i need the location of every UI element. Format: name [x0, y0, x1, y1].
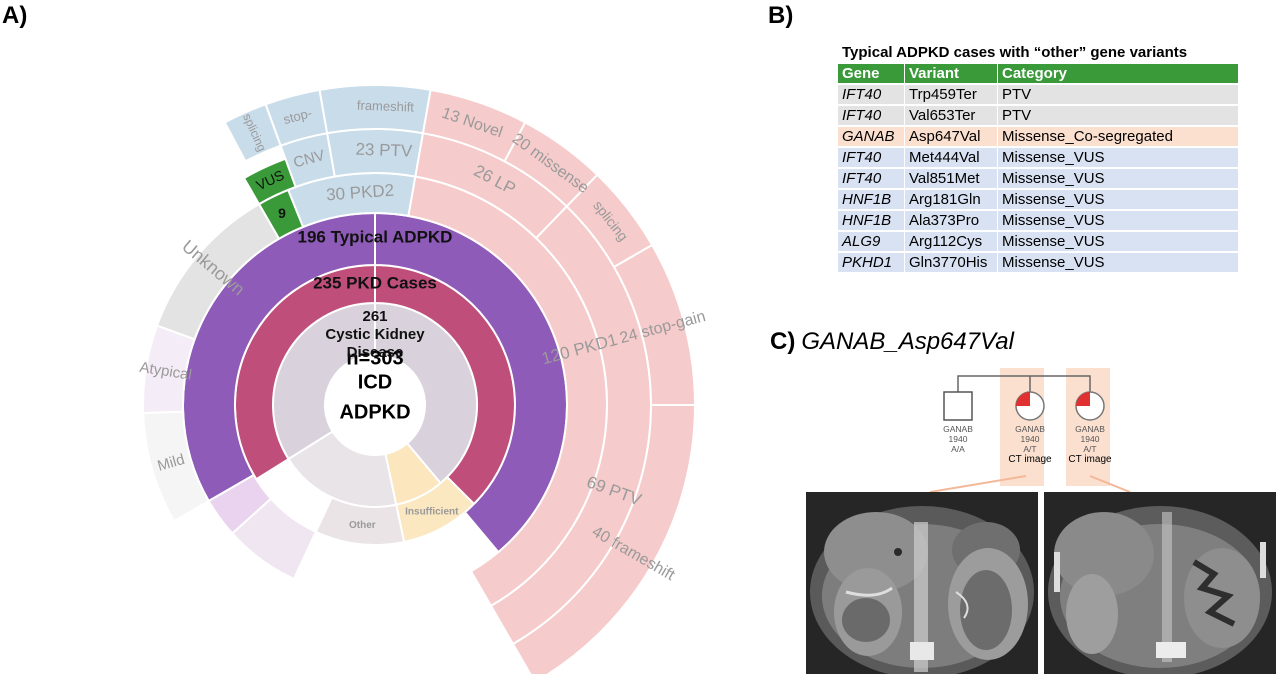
table-cell-gene: IFT40 [838, 169, 904, 188]
variant-table-panel: Typical ADPKD cases with “other” gene va… [838, 44, 1238, 274]
panel-c-gene-variant: GANAB_Asp647Val [801, 328, 1014, 355]
pedigree-label: 1940 [1021, 434, 1040, 444]
table-cell-category: Missense_VUS [997, 169, 1238, 188]
table-cell-variant: Arg181Gln [904, 190, 997, 209]
panel-label-b: B) [768, 2, 794, 29]
table-cell-variant: Met444Val [904, 148, 997, 167]
sunburst-label-mild-label: Mild [155, 451, 186, 475]
ct-image-right [1044, 492, 1276, 674]
ring-unknown [155, 202, 281, 341]
table-cell-gene: GANAB [838, 127, 904, 146]
pedigree-label: CT image [1008, 454, 1052, 465]
ring-pkd1-frameshift [511, 404, 697, 674]
column-header-category: Category [997, 64, 1238, 83]
sunburst-label-cystic-kidney.line3: Disease [347, 344, 404, 361]
pedigree-arrow-right [1089, 475, 1131, 492]
ring-atypical-sub [142, 324, 196, 415]
panel-label-c: C) [770, 328, 796, 355]
table-cell-variant: Val653Ter [904, 106, 997, 125]
ring-atypical [207, 473, 273, 535]
sunburst-label-pkd-cases: 235 PKD Cases [313, 273, 437, 292]
table-cell-gene: IFT40 [838, 85, 904, 104]
variant-table-title: Typical ADPKD cases with “other” gene va… [842, 44, 1188, 61]
table-cell-gene: HNF1B [838, 190, 904, 209]
pedigree-label: GANAB [943, 424, 973, 434]
pedigree-label: A/T [1083, 444, 1096, 454]
ring-mild [230, 497, 318, 581]
pedigree-label: 1940 [949, 434, 968, 444]
pedigree-label: CT image [1068, 454, 1112, 465]
table-cell-variant: Ala373Pro [904, 211, 997, 230]
pedigree-label: GANAB [1015, 424, 1045, 434]
table-cell-variant: Trp459Ter [904, 85, 997, 104]
sunburst-label-cystic-kidney.line2: Cystic Kidney [325, 326, 425, 343]
sunburst-label-pkd2: 30 PKD2 [326, 181, 395, 205]
ring-mild-sub [142, 410, 211, 523]
table-cell-category: PTV [997, 106, 1238, 125]
sunburst-label-pkd2-frameshift: frameshift [357, 98, 415, 115]
ct-image-left [806, 492, 1038, 674]
sunburst-label-pkd2-ptv: 23 PTV [355, 140, 413, 161]
panel-c-title: C)GANAB_Asp647Val [770, 328, 1014, 356]
pedigree-highlight-1 [1000, 368, 1044, 486]
table-cell-gene: IFT40 [838, 106, 904, 125]
table-cell-category: Missense_Co-segregated [997, 127, 1238, 146]
pedigree-male-symbol [943, 391, 973, 421]
table-cell-variant: Asp647Val [904, 127, 997, 146]
table-cell-category: Missense_VUS [997, 232, 1238, 251]
sunburst-label-other-kidney-1: Other [349, 520, 376, 531]
column-header-gene: Gene [838, 64, 904, 83]
ring-pkd2-splicing [223, 103, 282, 163]
column-header-variant: Variant [904, 64, 997, 83]
table-cell-category: PTV [997, 85, 1238, 104]
ring-other-vus [242, 157, 297, 206]
sunburst-label-cystic-kidney.line1: 261 [362, 308, 387, 325]
ring-pkd2-frameshift [318, 84, 432, 135]
table-cell-variant: Arg112Cys [904, 232, 997, 251]
table-cell-category: Missense_VUS [997, 211, 1238, 230]
table-cell-category: Missense_VUS [997, 253, 1238, 272]
table-cell-variant: Gln3770His [904, 253, 997, 272]
ring-pkd2-stopgain [264, 88, 329, 147]
table-cell-category: Missense_VUS [997, 190, 1238, 209]
panel-label-a: A) [2, 2, 28, 29]
sunburst-label-other-num: 9 [278, 205, 286, 221]
table-cell-gene: ALG9 [838, 232, 904, 251]
sunburst-label-center.line1: ADPKD [339, 401, 410, 423]
pedigree-label: GANAB [1075, 424, 1105, 434]
pedigree-affected-quadrant [1016, 392, 1030, 406]
table-cell-gene: HNF1B [838, 211, 904, 230]
sunburst-label-pkd2-stopgain-1: stop- [282, 105, 314, 127]
pedigree-arrow-left [930, 475, 1027, 492]
pedigree-label: A/A [951, 444, 965, 454]
pedigree-label: 1940 [1081, 434, 1100, 444]
sunburst-label-center.line2: ICD [358, 371, 392, 393]
table-cell-variant: Val851Met [904, 169, 997, 188]
sunburst-label-typical-adpkd: 196 Typical ADPKD [298, 227, 453, 246]
variant-table-header-row: Gene Variant Category [838, 64, 1238, 83]
table-cell-gene: PKHD1 [838, 253, 904, 272]
table-cell-gene: IFT40 [838, 148, 904, 167]
sunburst-label-center.line3: n=303 [346, 347, 403, 369]
table-cell-category: Missense_VUS [997, 148, 1238, 167]
sunburst-label-insufficient-1: Insufficient [405, 506, 459, 517]
pedigree-highlight-2 [1066, 368, 1110, 486]
pedigree-affected-quadrant [1076, 392, 1090, 406]
pedigree-lines [957, 375, 1091, 392]
pedigree-label: A/T [1023, 444, 1036, 454]
